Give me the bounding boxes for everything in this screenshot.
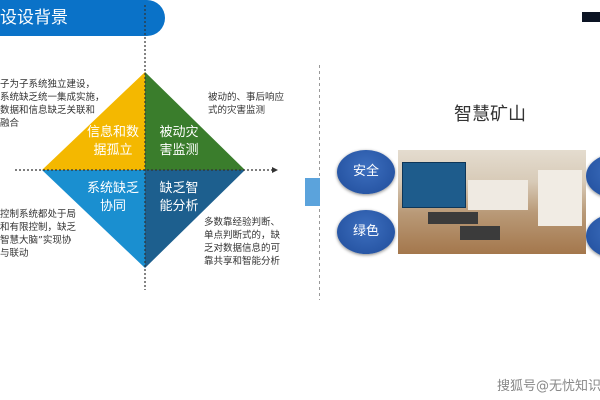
quadrant-label-3: 系统缺乏协同 <box>86 181 139 214</box>
quadrant-label-1: 信息和数据孤立 <box>86 125 139 158</box>
watermark: 搜狐号@无忧知识 <box>497 379 600 394</box>
quadrant-lack-coordination <box>42 170 145 268</box>
seating-area <box>538 170 582 226</box>
diamond-diagram <box>15 5 320 300</box>
video-wall <box>402 162 466 208</box>
quadrant-lack-intelligence <box>145 170 245 268</box>
arrow-right-icon <box>305 178 320 206</box>
quadrant-label-2: 被动灾害监测 <box>159 125 199 158</box>
back-wall <box>468 180 528 210</box>
smart-mine-title: 智慧矿山 <box>454 104 526 125</box>
logo <box>582 12 600 22</box>
quadrant-passive-monitoring <box>145 72 245 170</box>
console-desk <box>460 226 500 240</box>
note-top-left: 子为子系统独立建设，系统缺乏统一集成实施，数据和信息缺乏关联和融合 <box>0 79 105 129</box>
section-title-bar: 设设背景 <box>0 0 165 36</box>
console-desk <box>428 212 478 224</box>
note-bottom-right: 多数靠经验判断、单点判断式的，缺乏对数据信息的可靠共享和智能分析 <box>204 217 281 267</box>
bubble-partial-2 <box>586 214 600 258</box>
note-top-right: 被动的、事后响应式的灾害监测 <box>208 92 285 116</box>
quadrant-data-silo <box>42 72 145 170</box>
quadrant-label-4: 缺乏智能分析 <box>159 181 199 214</box>
bubble-safety: 安全 <box>337 150 395 194</box>
bubble-partial-1 <box>586 154 600 198</box>
axis-arrow-icon <box>272 167 278 173</box>
note-bottom-left: 控制系统都处于局和有限控制，缺乏智慧大脑”实现协与联动 <box>0 209 77 259</box>
bubble-green: 绿色 <box>337 210 395 254</box>
control-room-photo <box>398 150 586 254</box>
